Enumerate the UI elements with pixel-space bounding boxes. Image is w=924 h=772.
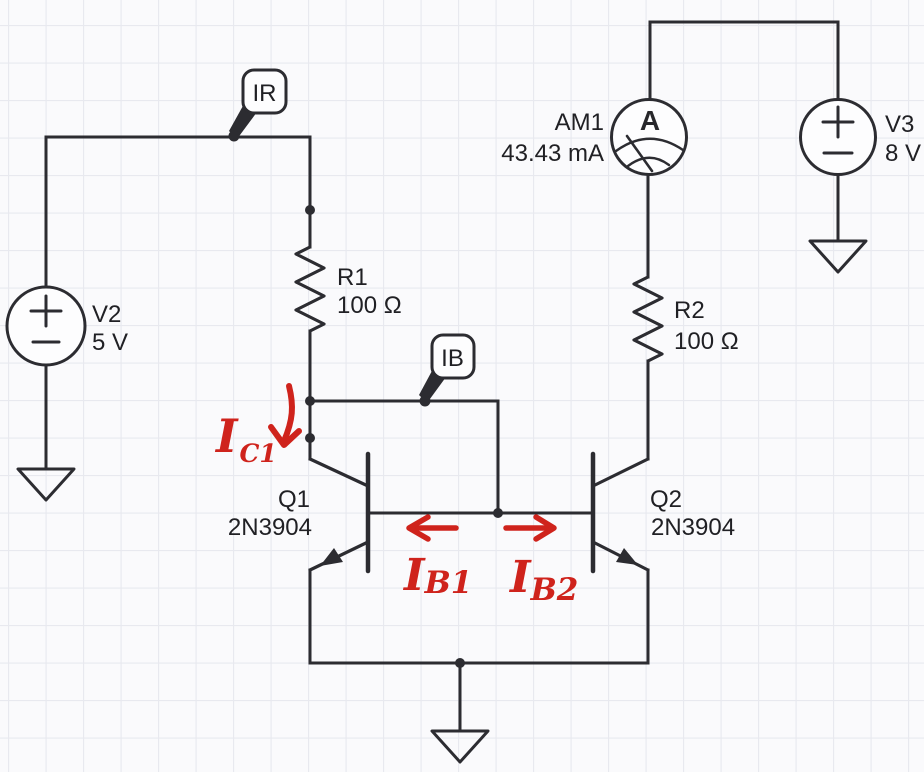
- ground-icon[interactable]: [16, 467, 76, 502]
- plus-icon: [29, 294, 63, 328]
- transistor-q1[interactable]: [308, 451, 371, 574]
- wires: [44, 20, 840, 733]
- probe-attach-dot: [228, 130, 240, 142]
- voltage-source-v2[interactable]: [5, 285, 87, 367]
- probe-flag-box: [241, 68, 288, 115]
- q2-part-label: 2N3904: [651, 514, 735, 541]
- ammeter-dial-letter: A: [640, 105, 660, 136]
- ammeter-am1[interactable]: [610, 98, 688, 176]
- annotation-ic1: IC1: [214, 383, 302, 468]
- probe-label: IR: [253, 80, 277, 107]
- ground-triangle: [16, 467, 76, 502]
- current-probe-ib[interactable]: IB: [419, 333, 476, 407]
- v2-ref-label: V2: [92, 301, 121, 328]
- meter-needle: [625, 134, 654, 173]
- ground-icon[interactable]: [808, 239, 868, 274]
- q1-ref-label: Q1: [278, 486, 310, 513]
- q2-ref-label: Q2: [650, 486, 682, 513]
- right-arrow-head: [533, 514, 557, 542]
- annotation-ib2: IB2: [503, 514, 578, 608]
- junction-dot: [305, 205, 315, 215]
- resistor-zigzag: [294, 245, 326, 333]
- transistor-q2[interactable]: [590, 451, 650, 574]
- v3-ref-label: V3: [885, 111, 914, 138]
- annotation-ic1-text: IC1: [214, 409, 277, 468]
- junction-dot: [455, 658, 465, 668]
- emitter-arrow-icon: [616, 548, 638, 565]
- r2-value-label: 100 Ω: [674, 328, 739, 355]
- down-arrow-icon: [281, 383, 295, 444]
- ammeter-body: [610, 98, 688, 176]
- emitter-arrow-icon: [320, 548, 343, 566]
- collector-lead: [308, 457, 370, 488]
- current-probe-ir[interactable]: IR: [228, 68, 288, 142]
- r1-value-label: 100 Ω: [337, 292, 402, 319]
- junction-dot: [493, 508, 503, 518]
- annotation-ib2-text: IB2: [508, 552, 578, 608]
- junction-dot: [305, 396, 315, 406]
- ground-triangle: [808, 239, 868, 274]
- meter-scale-arc: [626, 156, 671, 168]
- resistor-r1[interactable]: [294, 245, 326, 333]
- ground-triangle: [430, 729, 490, 764]
- collector-lead: [591, 457, 650, 488]
- probe-flag-box: [430, 333, 476, 380]
- v2-value-label: 5 V: [92, 329, 128, 356]
- q1-part-label: 2N3904: [228, 514, 312, 541]
- resistor-r2[interactable]: [632, 275, 664, 363]
- annotation-ib1: IB1: [402, 514, 472, 601]
- left-arrow-head: [406, 514, 431, 542]
- ground-icon[interactable]: [430, 729, 490, 764]
- meter-scale-arc: [614, 137, 685, 153]
- handwritten-annotations: IC1 IB1 IB2: [214, 383, 578, 608]
- probe-label: IB: [441, 345, 464, 372]
- v3-value-label: 8 V: [885, 140, 921, 167]
- annotation-ib1-text: IB1: [402, 550, 472, 601]
- plus-icon: [821, 105, 855, 139]
- probe-attach-dot: [419, 395, 431, 407]
- am1-reading-label: 43.43 mA: [501, 140, 604, 167]
- voltage-source-v3[interactable]: [799, 98, 877, 176]
- junction-dots: [305, 205, 503, 668]
- am1-ref-label: AM1: [555, 109, 604, 136]
- r2-ref-label: R2: [674, 297, 705, 324]
- down-arrow-head: [268, 424, 302, 448]
- r1-ref-label: R1: [337, 264, 368, 291]
- junction-dot: [305, 433, 315, 443]
- resistor-zigzag: [632, 275, 664, 363]
